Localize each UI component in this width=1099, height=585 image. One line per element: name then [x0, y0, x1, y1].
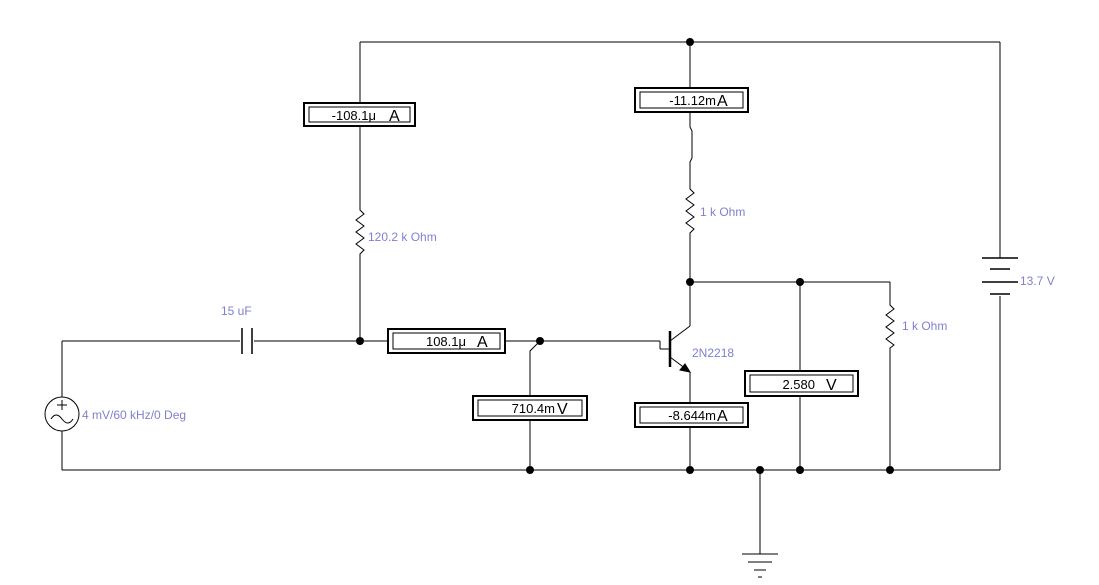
resistor-bias-icon	[355, 205, 365, 260]
base-voltmeter-wire-top	[529, 340, 541, 396]
collector-wire-mid	[689, 112, 693, 183]
junction-dot	[686, 278, 694, 286]
transistor-label: 2N2218	[692, 346, 734, 360]
resistor-collector-label: 1 k Ohm	[700, 205, 745, 219]
meter-unit: A	[717, 408, 728, 425]
meter-unit: V	[557, 401, 568, 418]
resistor-collector-icon	[685, 183, 695, 236]
battery-label: 13.7 V	[1020, 274, 1055, 288]
resistor-load-label: 1 k Ohm	[902, 319, 947, 333]
ac-source-icon	[44, 396, 80, 432]
junction-dot	[526, 466, 534, 474]
ammeter-base: 108.1μ A	[387, 328, 506, 354]
transistor-icon	[659, 325, 692, 373]
meter-value: 2.580	[782, 377, 815, 392]
voltmeter-output: 2.580 V	[744, 370, 859, 397]
meter-unit: A	[717, 93, 728, 110]
meter-value: 710.4m	[512, 401, 555, 416]
battery-icon	[982, 257, 1018, 295]
junction-dot	[686, 38, 694, 46]
meter-value: -11.12m	[669, 93, 716, 108]
junction-dot	[756, 466, 764, 474]
ground-icon	[742, 553, 778, 578]
capacitor-icon	[241, 328, 253, 354]
junction-dot	[796, 278, 804, 286]
meter-unit: V	[826, 377, 837, 394]
ammeter-collector: -11.12m A	[634, 87, 749, 113]
voltmeter-base: 710.4m V	[472, 395, 588, 421]
ammeter-bias: -108.1μ A	[303, 102, 416, 127]
resistor-load-icon	[885, 300, 895, 350]
junction-dot	[886, 466, 894, 474]
junction-dot	[536, 337, 544, 345]
meter-value: -8.644m	[668, 408, 716, 423]
junction-dot	[686, 466, 694, 474]
source-label: 4 mV/60 kHz/0 Deg	[82, 408, 186, 422]
meter-unit: A	[477, 334, 488, 351]
junction-dots	[356, 38, 894, 474]
meter-unit: A	[389, 108, 400, 125]
capacitor-label: 15 uF	[221, 304, 252, 318]
ammeter-emitter: -8.644m A	[634, 402, 749, 428]
resistor-bias-label: 120.2 k Ohm	[368, 230, 437, 244]
meter-value: 108.1μ	[426, 334, 466, 349]
meter-value: -108.1μ	[332, 108, 376, 123]
junction-dot	[356, 337, 364, 345]
junction-dot	[796, 466, 804, 474]
